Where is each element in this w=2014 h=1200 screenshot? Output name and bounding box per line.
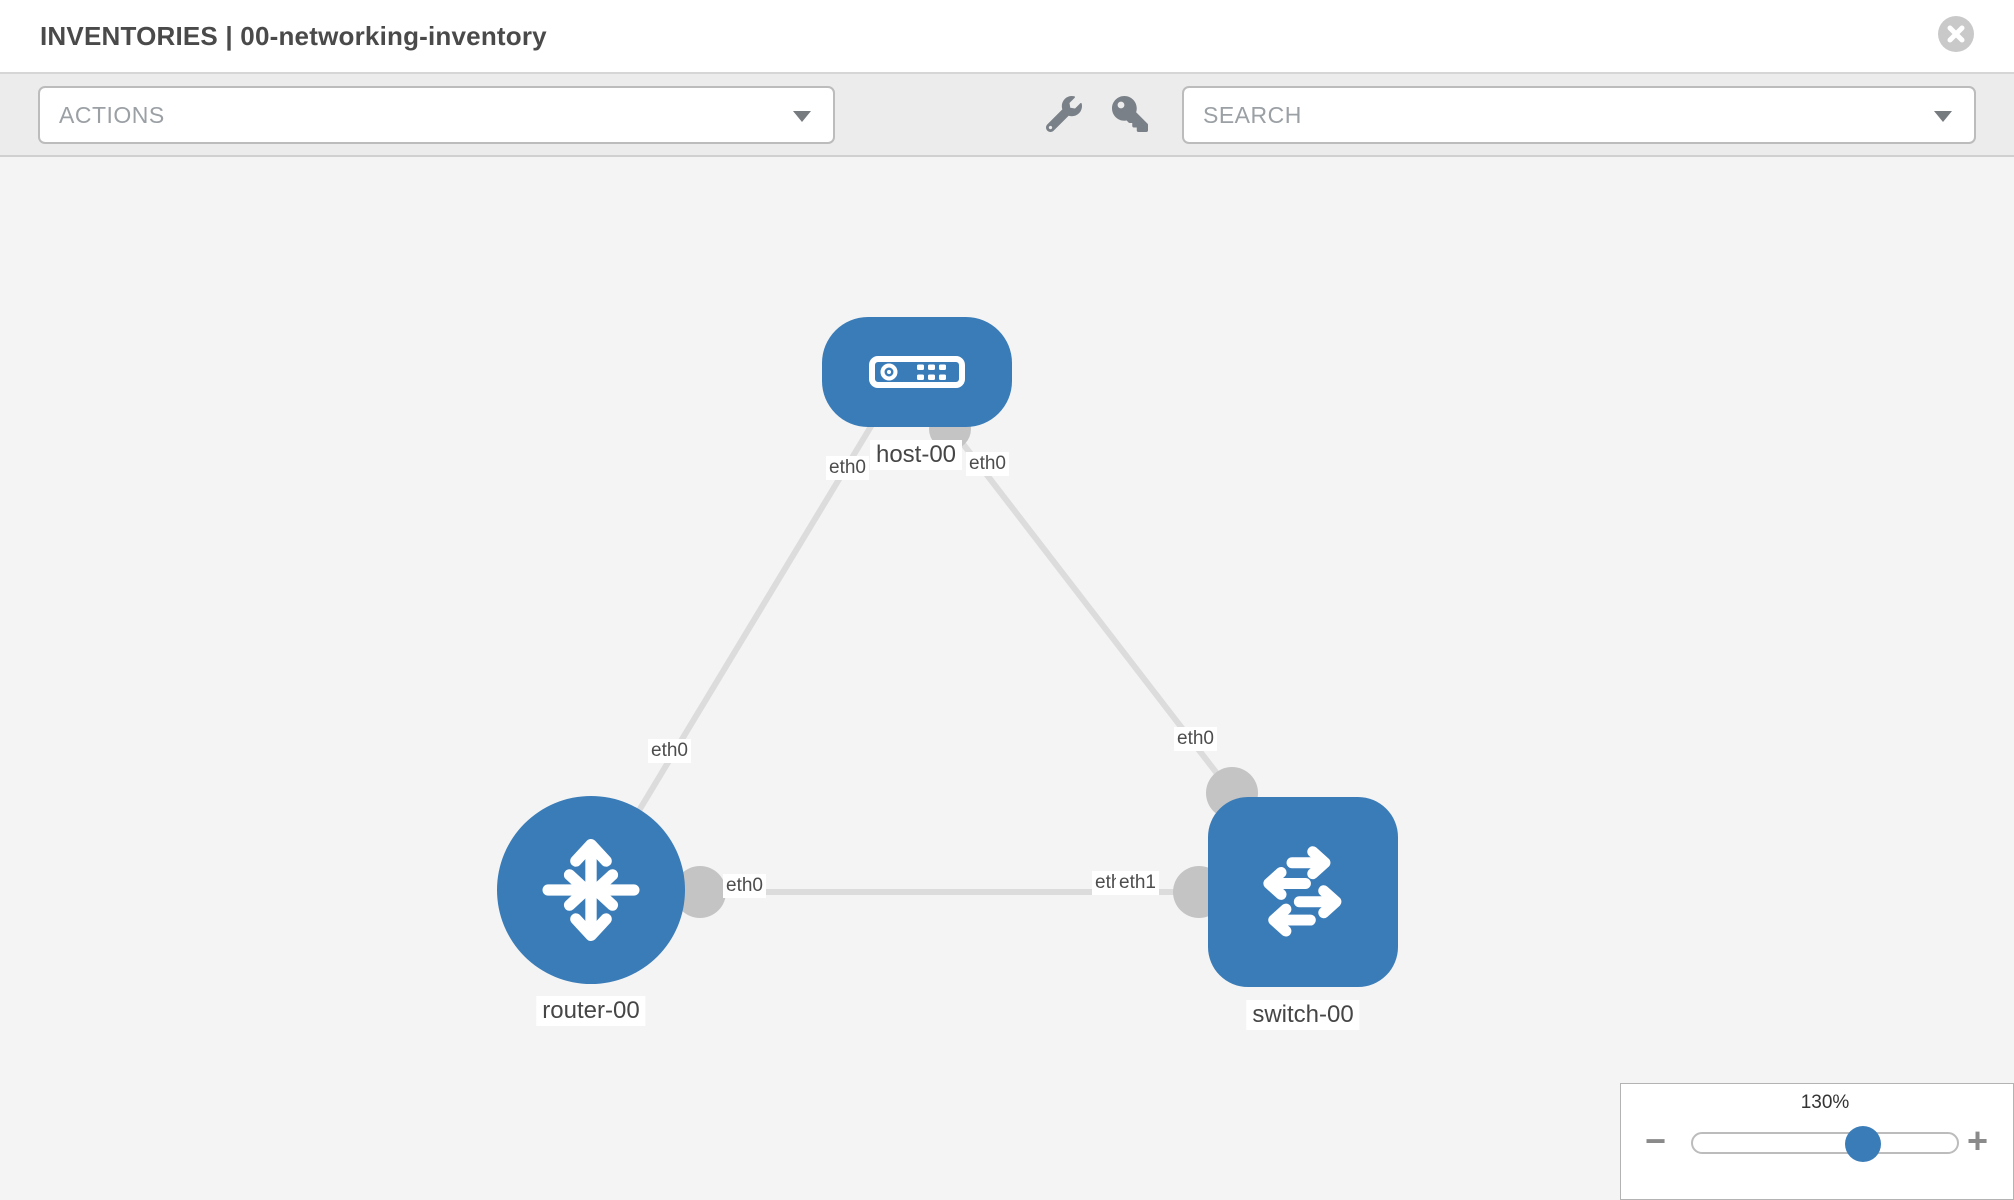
node-label-host-00: host-00 — [869, 440, 963, 470]
if-label-switch-eth1: eth1 — [1116, 871, 1159, 895]
tools-button[interactable] — [1045, 96, 1086, 136]
actions-dropdown[interactable]: ACTIONS — [38, 86, 835, 144]
host-icon — [868, 355, 966, 389]
actions-dropdown-label: ACTIONS — [59, 102, 165, 128]
search-dropdown[interactable]: SEARCH — [1182, 86, 1976, 144]
node-label-switch-00: switch-00 — [1246, 1000, 1360, 1030]
wrench-icon — [1045, 96, 1082, 136]
zoom-out-button[interactable]: − — [1645, 1120, 1667, 1161]
router-icon — [528, 827, 654, 953]
header-bar: INVENTORIES | 00-networking-inventory — [0, 0, 2014, 72]
chevron-down-icon — [1934, 111, 1952, 122]
zoom-in-button[interactable]: + — [1967, 1120, 1989, 1161]
node-switch-00[interactable] — [1208, 797, 1398, 987]
switch-icon — [1242, 831, 1364, 953]
port-router — [674, 866, 726, 918]
key-icon — [1112, 96, 1148, 136]
if-label-router-link-eth0: eth0 — [648, 739, 691, 763]
zoom-panel: 130% − + — [1620, 1083, 2014, 1200]
close-button[interactable] — [1938, 16, 1974, 52]
search-placeholder: SEARCH — [1203, 102, 1302, 128]
if-label-host-eth0-right: eth0 — [966, 452, 1009, 476]
if-label-host-eth0-left: eth0 — [826, 456, 869, 480]
topology-canvas[interactable]: host-00 router-00 switch-00 eth0 eth0 et… — [0, 157, 2014, 1200]
zoom-level-value: 130% — [1800, 1092, 1850, 1113]
links-layer — [588, 408, 1258, 918]
node-host-00[interactable] — [822, 317, 1012, 427]
if-label-switch-link-eth0: eth0 — [1174, 727, 1217, 751]
chevron-down-icon — [793, 111, 811, 122]
page-title: INVENTORIES | 00-networking-inventory — [40, 21, 547, 51]
toolbar: ACTIONS SEARCH — [0, 72, 2014, 157]
node-label-router-00: router-00 — [536, 996, 646, 1026]
zoom-slider-knob[interactable] — [1845, 1126, 1881, 1162]
credentials-button[interactable] — [1112, 96, 1152, 136]
node-router-00[interactable] — [497, 796, 685, 984]
zoom-slider-track[interactable] — [1691, 1132, 1959, 1154]
if-label-router-eth0: eth0 — [723, 874, 766, 898]
